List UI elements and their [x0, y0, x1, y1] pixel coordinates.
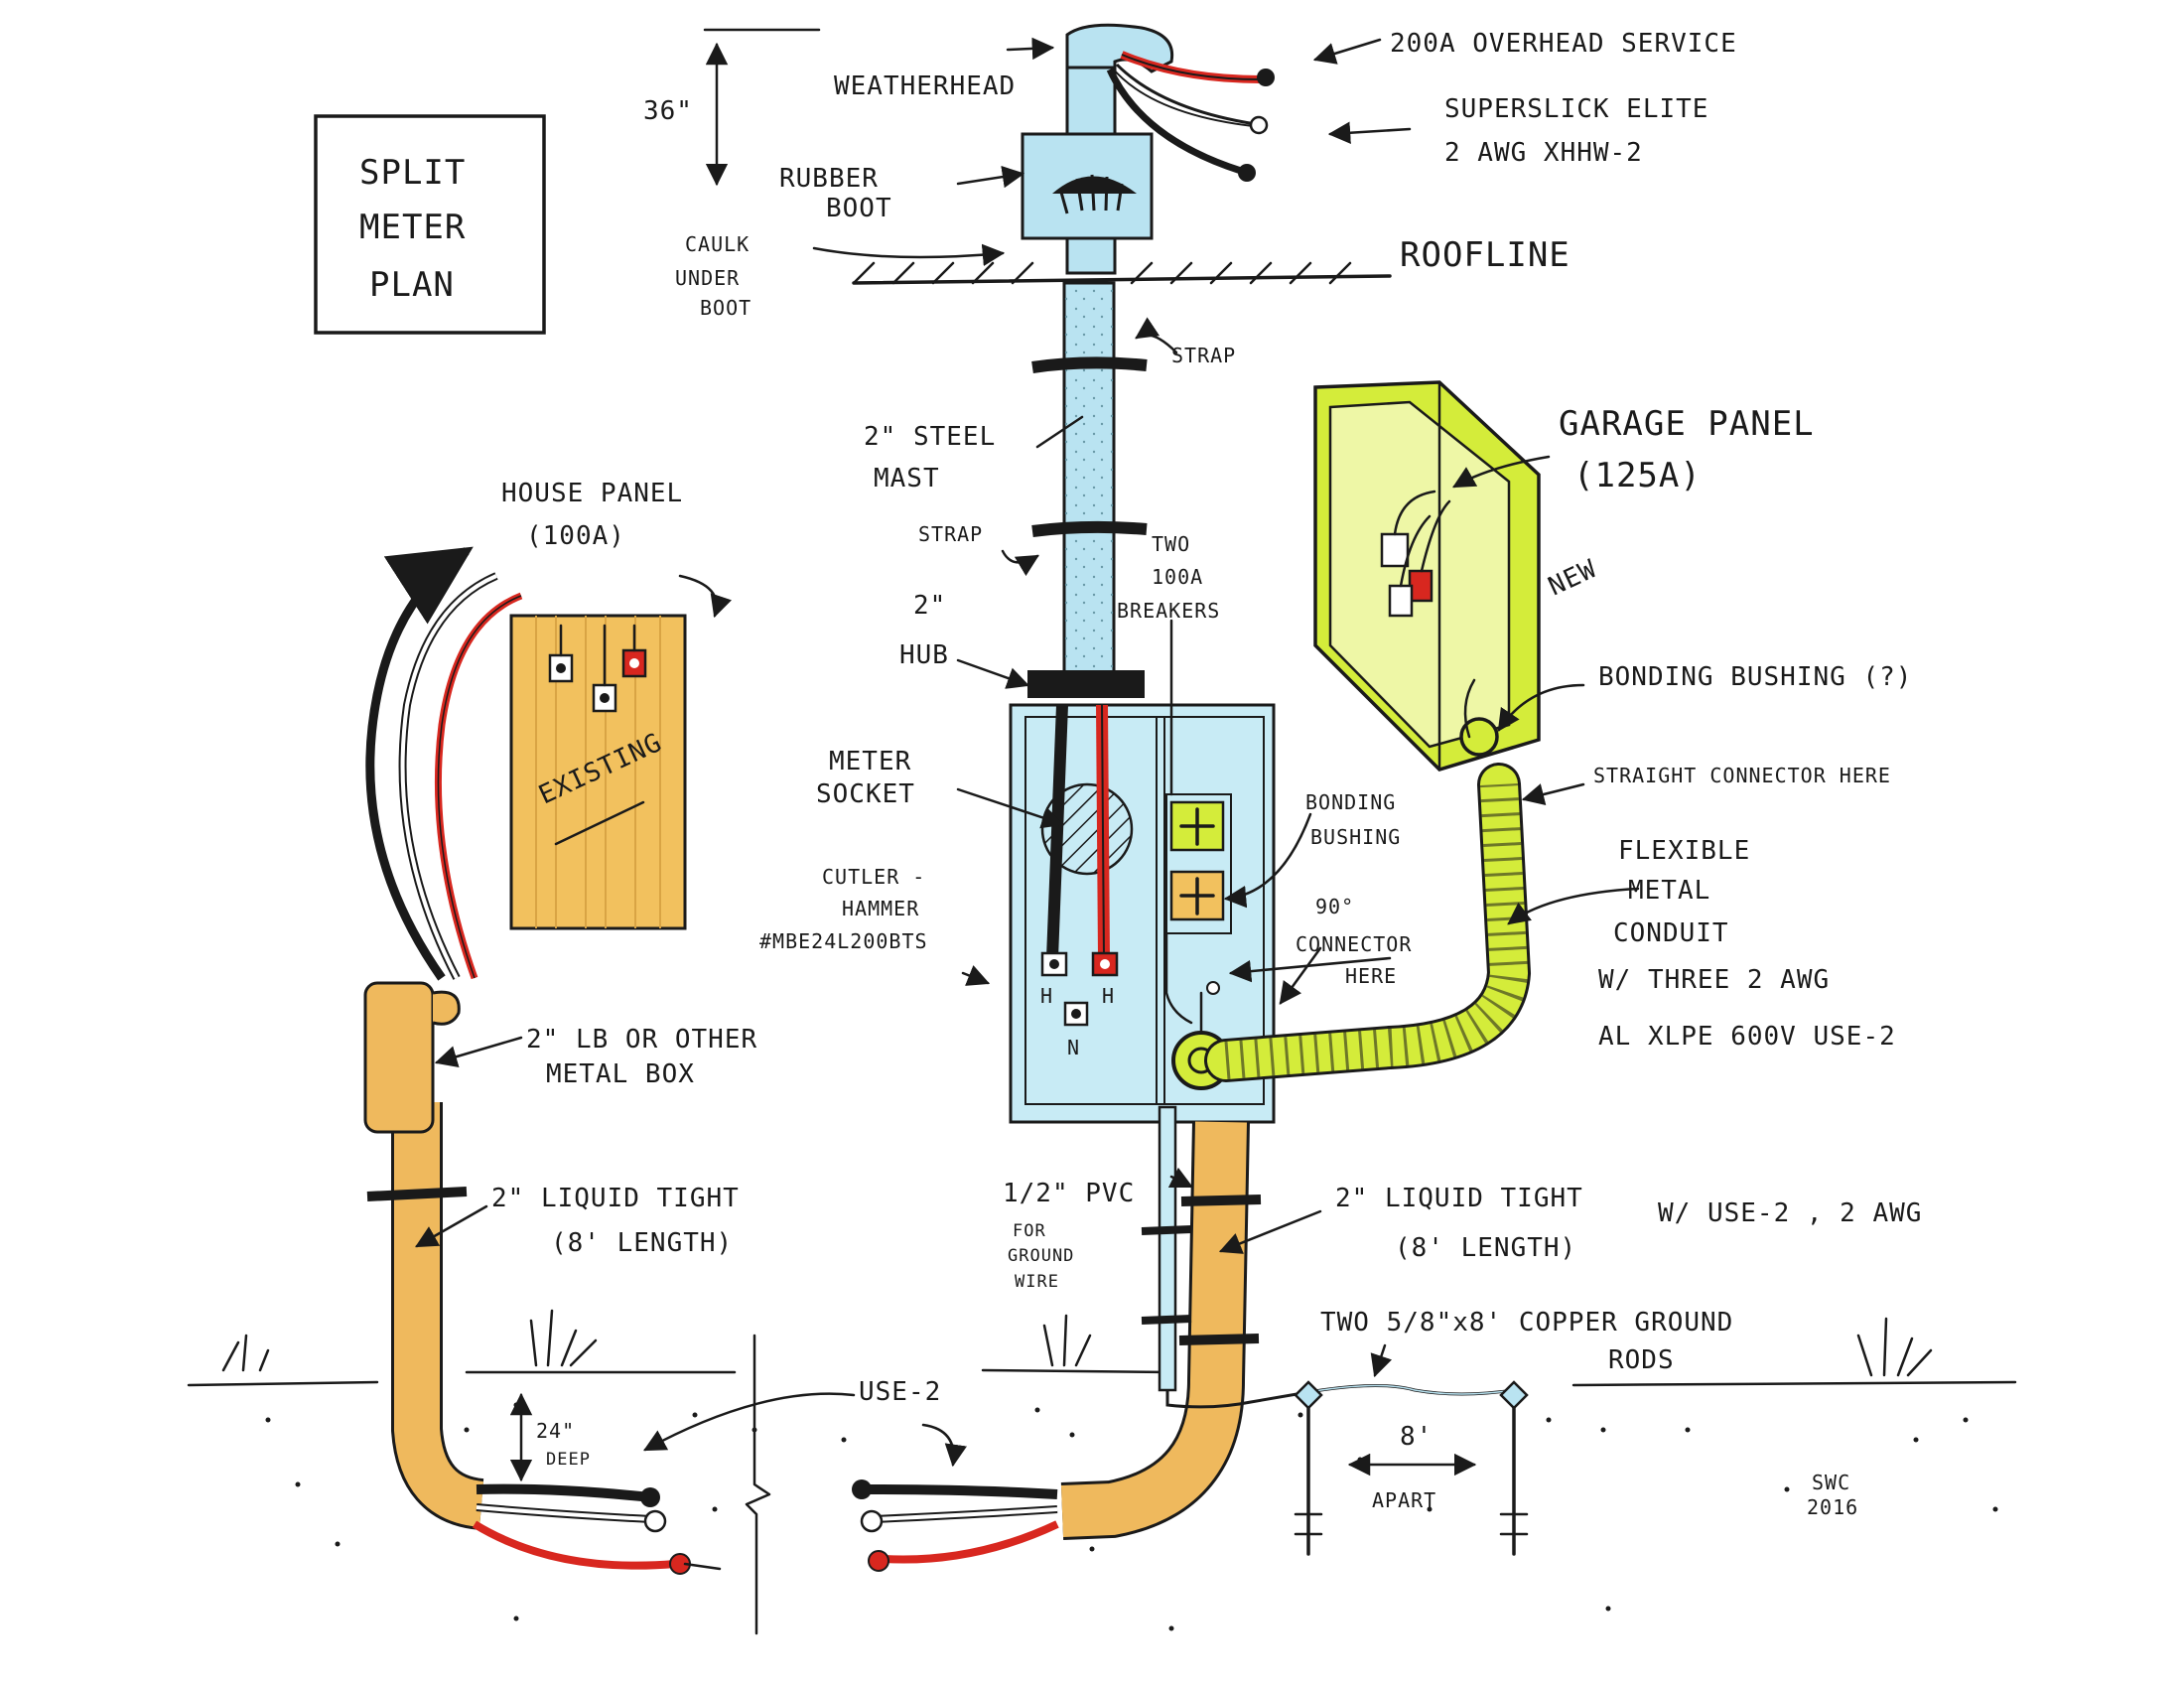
wire-spec-label: 2 AWG XHHW-2: [1444, 138, 1643, 168]
meter-socket-label-2: SOCKET: [816, 779, 915, 809]
section-break-line: [745, 1334, 771, 1635]
roofline: [852, 261, 1392, 285]
flex-label-3: CONDUIT: [1613, 918, 1729, 948]
breakers-label-2: 100A: [1152, 565, 1203, 589]
wire-brand-label: SUPERSLICK ELITE: [1444, 94, 1708, 124]
use2-label: USE-2: [859, 1377, 941, 1407]
pvc-label-4: WIRE: [1015, 1272, 1059, 1292]
caulk-label-1: CAULK: [685, 232, 750, 256]
cutler-label-3: #MBE24L200BTS: [759, 929, 928, 953]
house-panel-label-1: HOUSE PANEL: [501, 479, 683, 508]
strap-middle: [1031, 520, 1148, 537]
weatherhead-label: WEATHERHEAD: [834, 71, 1016, 101]
flex-label-5: AL XLPE 600V USE-2: [1598, 1022, 1896, 1052]
garage-bonding-bushing: [1459, 717, 1499, 757]
cutler-label-2: HAMMER: [842, 897, 919, 920]
rubber-boot-label-2: BOOT: [826, 194, 892, 223]
bonding-inner-label-2: BUSHING: [1310, 825, 1401, 849]
connector-90-label-3: HERE: [1345, 964, 1397, 988]
flexible-conduit: [1204, 763, 1532, 1082]
bonding-inner-label-1: BONDING: [1305, 790, 1396, 814]
liquid-right-label-2: (8' LENGTH): [1395, 1233, 1576, 1263]
garage-panel-label-2: (125A): [1573, 456, 1702, 495]
use2-awg-label: W/ USE-2 , 2 AWG: [1658, 1198, 1922, 1228]
hub: [1027, 670, 1145, 698]
title-line-2: METER: [359, 208, 466, 247]
apart-label-1: 8': [1400, 1422, 1433, 1452]
service-label: 200A OVERHEAD SERVICE: [1390, 29, 1737, 59]
rubber-boot-label-1: RUBBER: [779, 164, 879, 194]
depth-label-2: DEEP: [546, 1450, 591, 1470]
roofline-label: ROOFLINE: [1400, 235, 1570, 275]
pvc-ground-pipe: [1141, 1105, 1515, 1409]
lb-label-1: 2" LB OR OTHER: [526, 1025, 757, 1055]
house-panel-label-2: (100A): [526, 521, 625, 551]
lb-box: [363, 981, 435, 1134]
hub-label-2: HUB: [899, 640, 949, 670]
liquid-right-label-1: 2" LIQUID TIGHT: [1335, 1184, 1583, 1213]
title-box: SPLIT METER PLAN: [314, 114, 546, 335]
height-dimension: 36": [643, 28, 821, 187]
pvc-label-2: FOR: [1013, 1221, 1046, 1241]
breakers-label-3: BREAKERS: [1117, 599, 1220, 623]
connector-90-label-2: CONNECTOR: [1296, 932, 1412, 956]
liquid-left-label-1: 2" LIQUID TIGHT: [491, 1184, 740, 1213]
terminal-h-right: H: [1102, 984, 1115, 1008]
title-line-3: PLAN: [369, 265, 455, 305]
meter-socket: [1040, 782, 1134, 876]
ground: [187, 1309, 2017, 1635]
connector-90-label-1: 90°: [1315, 895, 1354, 918]
caulk-label-2: UNDER: [675, 266, 740, 290]
garage-panel-label-1: GARAGE PANEL: [1559, 404, 1815, 444]
height-label: 36": [643, 96, 693, 126]
rods-label-2: RODS: [1608, 1345, 1675, 1375]
mast-label-1: 2" STEEL: [864, 422, 996, 452]
rods-label-1: TWO 5/8"x8' COPPER GROUND: [1320, 1308, 1733, 1337]
apart-label-2: APART: [1372, 1488, 1436, 1512]
flex-label-2: METAL: [1628, 876, 1710, 906]
ground-rods: [1294, 1380, 1529, 1556]
strap-middle-label: STRAP: [918, 522, 983, 546]
meter-socket-label-1: METER: [829, 747, 911, 776]
strap-top-label: STRAP: [1171, 344, 1236, 367]
house-feed-wires: [365, 546, 523, 981]
bonding-top-label: BONDING BUSHING (?): [1598, 662, 1912, 692]
mast-label-2: MAST: [874, 464, 940, 493]
flex-label-1: FLEXIBLE: [1618, 836, 1750, 866]
signature-initials: SWC: [1812, 1471, 1850, 1494]
flex-label-4: W/ THREE 2 AWG: [1598, 965, 1830, 995]
new-label: NEW: [1544, 554, 1601, 602]
house-panel: EXISTING: [509, 614, 687, 930]
terminal-n: N: [1067, 1036, 1080, 1059]
mast: [1021, 23, 1275, 698]
caulk-label-3: BOOT: [700, 296, 751, 320]
strap-top: [1031, 356, 1148, 373]
pvc-label-3: GROUND: [1008, 1246, 1074, 1266]
lb-label-2: METAL BOX: [546, 1059, 695, 1089]
hub-label-1: 2": [913, 591, 946, 621]
cutler-label-1: CUTLER -: [822, 865, 925, 889]
depth-label-1: 24": [536, 1419, 575, 1443]
grass-tufts: [221, 1309, 1933, 1377]
straight-connector-label: STRAIGHT CONNECTOR HERE: [1593, 764, 1891, 787]
pvc-label-1: 1/2" PVC: [1003, 1179, 1135, 1208]
right-liquid-tight: [852, 1121, 1262, 1572]
breakers-label-1: TWO: [1152, 532, 1190, 556]
leader-arrows: [415, 37, 1640, 1571]
left-liquid-tight: [363, 981, 691, 1575]
title-line-1: SPLIT: [359, 153, 466, 193]
signature-year: 2016: [1807, 1495, 1858, 1519]
garage-panel: [1313, 380, 1541, 772]
terminal-h-left: H: [1040, 984, 1053, 1008]
liquid-left-label-2: (8' LENGTH): [551, 1228, 733, 1258]
